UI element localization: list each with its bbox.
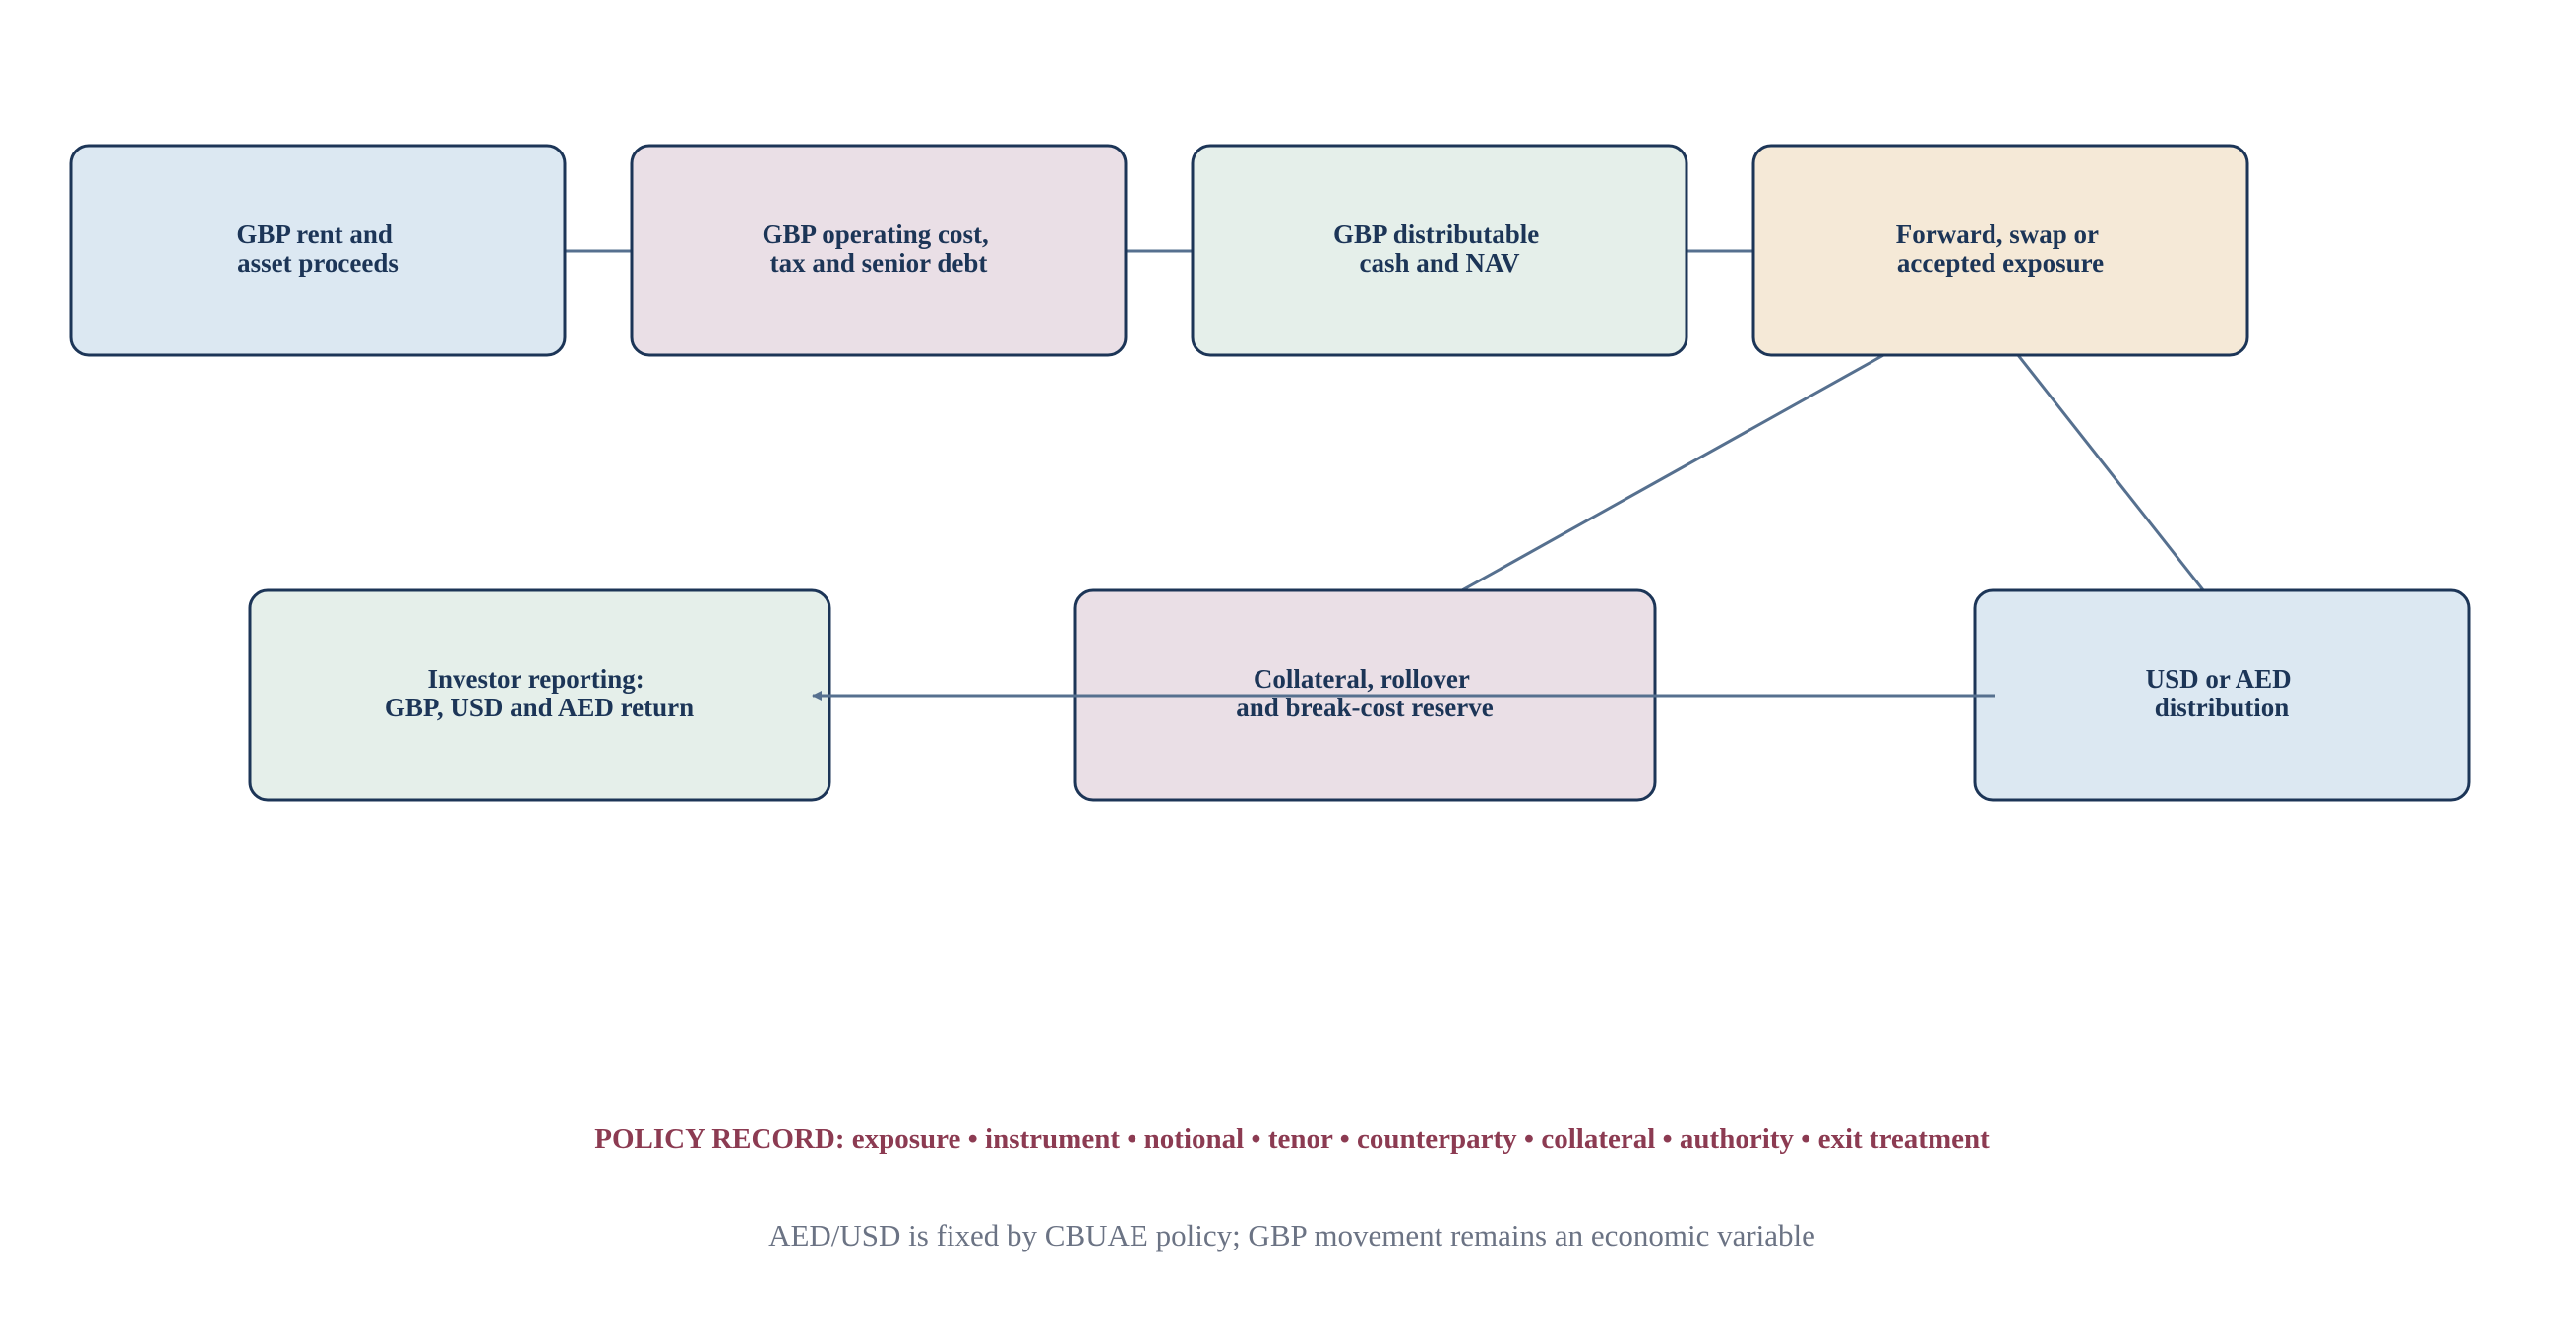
node-opcost-line2: tax and senior debt bbox=[770, 248, 988, 277]
node-hedge-box bbox=[1751, 144, 2249, 357]
node-rent-line1: GBP rent and bbox=[236, 219, 393, 249]
node-distributable-box bbox=[1191, 144, 1688, 357]
node-distributable: GBP distributable cash and NAV bbox=[1191, 144, 1688, 357]
node-opcost-box bbox=[630, 144, 1128, 357]
node-collateral-line1: Collateral, rollover bbox=[1254, 664, 1470, 694]
node-distribution-line2: distribution bbox=[2155, 693, 2290, 722]
node-distributable-line2: cash and NAV bbox=[1359, 248, 1520, 277]
node-reporting-label: Investor reporting: GBP, USD and AED ret… bbox=[385, 664, 694, 722]
footnote: AED/USD is fixed by CBUAE policy; GBP mo… bbox=[768, 1218, 1815, 1252]
node-hedge-label: Forward, swap or accepted exposure bbox=[1896, 219, 2106, 277]
node-collateral-line2: and break-cost reserve bbox=[1236, 693, 1493, 722]
policy-record: POLICY RECORD: exposure • instrument • n… bbox=[594, 1124, 1990, 1155]
node-distribution-label: USD or AED distribution bbox=[2146, 664, 2299, 722]
node-reporting-line2: GBP, USD and AED return bbox=[385, 693, 694, 722]
node-rent-box bbox=[69, 144, 567, 357]
arrow-hedge-to-distribution bbox=[2001, 336, 2221, 611]
node-hedge-line2: accepted exposure bbox=[1897, 248, 2104, 277]
node-collateral-label: Collateral, rollover and break-cost rese… bbox=[1236, 664, 1493, 722]
node-reporting: Investor reporting: GBP, USD and AED ret… bbox=[248, 588, 831, 802]
node-distribution: USD or AED distribution bbox=[1973, 588, 2471, 802]
node-hedge: Forward, swap or accepted exposure bbox=[1751, 144, 2249, 357]
node-distribution-line1: USD or AED bbox=[2146, 664, 2292, 694]
node-rent: GBP rent and asset proceeds bbox=[69, 144, 567, 357]
arrow-hedge-to-collateral bbox=[1426, 333, 1922, 612]
node-opcost: GBP operating cost, tax and senior debt bbox=[630, 144, 1128, 357]
node-rent-line2: asset proceeds bbox=[237, 248, 399, 277]
node-opcost-label: GBP operating cost, tax and senior debt bbox=[763, 219, 996, 277]
node-opcost-line1: GBP operating cost, bbox=[763, 219, 989, 249]
node-hedge-line1: Forward, swap or bbox=[1896, 219, 2099, 249]
node-distributable-label: GBP distributable cash and NAV bbox=[1333, 219, 1546, 277]
node-rent-label: GBP rent and asset proceeds bbox=[236, 219, 399, 277]
node-reporting-line1: Investor reporting: bbox=[428, 664, 644, 694]
node-distributable-line1: GBP distributable bbox=[1333, 219, 1539, 249]
